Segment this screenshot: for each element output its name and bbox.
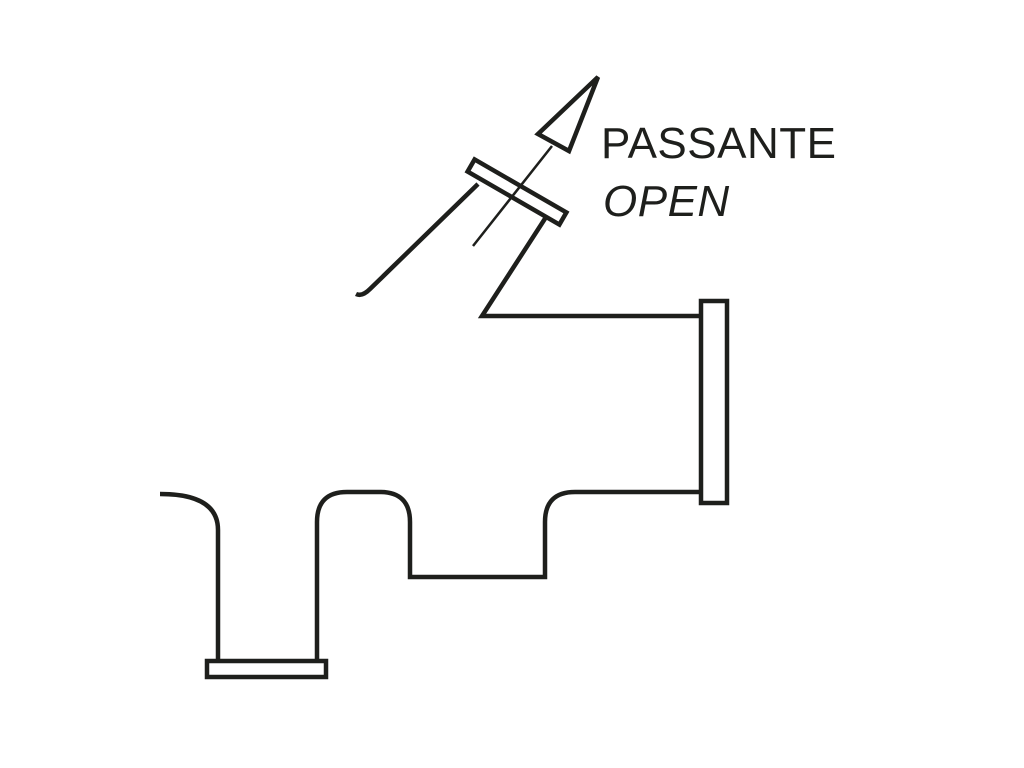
label-open: OPEN <box>603 177 730 226</box>
bottom-plate <box>204 658 329 680</box>
label-passante: PASSANTE <box>601 119 837 168</box>
wire-route-lower <box>159 489 700 663</box>
wire-hook <box>354 182 480 298</box>
arrow-shaft <box>472 145 553 247</box>
arrow-head-icon <box>534 75 601 155</box>
side-plate <box>698 298 730 506</box>
wire-route-upper <box>477 212 700 319</box>
